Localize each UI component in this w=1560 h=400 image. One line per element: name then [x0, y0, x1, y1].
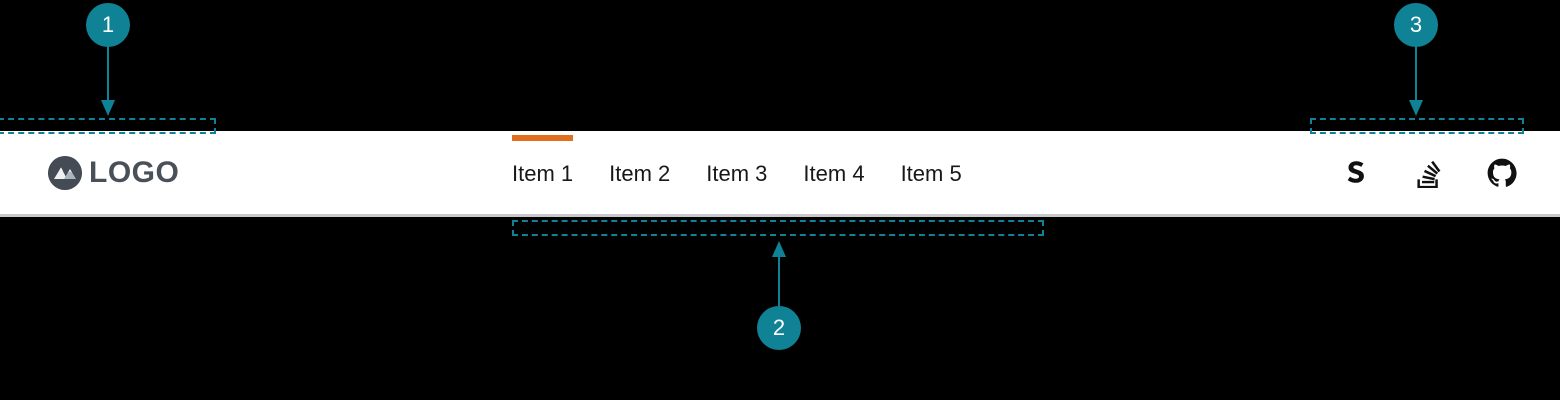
- nav-item-label: Item 1: [512, 160, 574, 186]
- active-indicator: [512, 134, 574, 141]
- nav-item-label: Item 4: [803, 160, 865, 186]
- nav-item-2[interactable]: Item 2: [609, 133, 670, 213]
- nav-item-4[interactable]: Item 4: [803, 133, 864, 213]
- annotation-badge-2: 2: [757, 306, 801, 350]
- nav-item-1[interactable]: Item 1: [512, 133, 574, 213]
- annotation-badge-number: 2: [772, 315, 786, 340]
- superuser-s-icon[interactable]: [1340, 157, 1372, 189]
- annotation-badge-number: 1: [101, 12, 115, 37]
- annotation-badge-1: 1: [86, 3, 130, 47]
- nav-item-label: Item 5: [900, 160, 962, 186]
- social-links: [1340, 131, 1518, 214]
- annotation-arrow-3: [1407, 46, 1425, 118]
- main-nav: Item 1 Item 2 Item 3 Item 4 Item 5: [512, 131, 962, 214]
- nav-item-label: Item 2: [609, 160, 671, 186]
- brand-logo[interactable]: LOGO: [48, 148, 179, 198]
- annotation-arrow-2: [770, 241, 788, 313]
- annotation-badge-3: 3: [1394, 3, 1438, 47]
- stack-overflow-icon[interactable]: [1413, 157, 1445, 189]
- brand-name: LOGO: [89, 156, 180, 189]
- annotation-box-2: [512, 220, 1044, 236]
- nav-item-3[interactable]: Item 3: [706, 133, 767, 213]
- github-icon[interactable]: [1486, 157, 1518, 189]
- nav-item-5[interactable]: Item 5: [901, 133, 962, 213]
- annotation-badge-number: 3: [1409, 12, 1423, 37]
- site-header: LOGO Item 1 Item 2 Item 3 Item 4 Ite: [0, 131, 1560, 217]
- mountain-circle-icon: [48, 156, 82, 190]
- nav-item-label: Item 3: [706, 160, 768, 186]
- annotation-arrow-1: [99, 46, 117, 118]
